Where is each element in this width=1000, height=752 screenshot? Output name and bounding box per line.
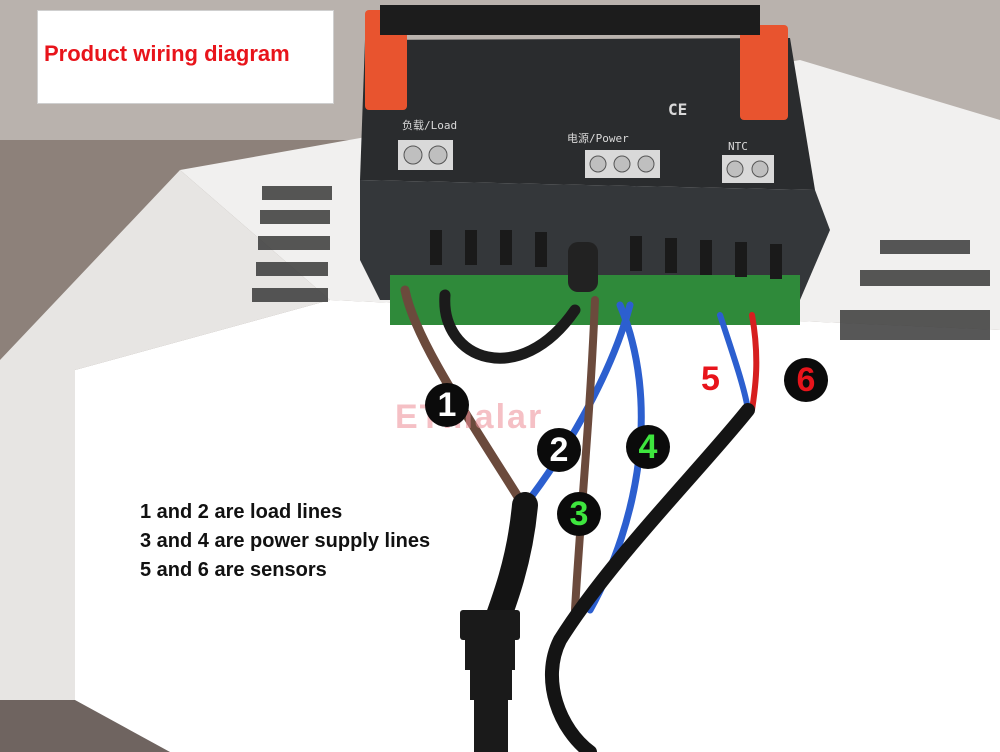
controller-top [360, 38, 815, 190]
load-label: 负载/Load [402, 119, 458, 132]
marker-3: 3 [557, 492, 601, 536]
box-front [75, 300, 1000, 752]
box-print [252, 186, 990, 340]
power-label: 电源/Power [567, 132, 629, 145]
marker-5: 5 [701, 360, 720, 398]
marker-4: 4 [626, 425, 670, 469]
marker-6: 6 [784, 358, 828, 402]
title-box: Product wiring diagram [37, 10, 334, 104]
marker-1: 1 [425, 383, 469, 427]
vent-slots [430, 230, 782, 279]
terminal-ntc [722, 155, 774, 183]
right-clip [740, 25, 788, 120]
legend-line-2: 3 and 4 are power supply lines [140, 530, 431, 552]
legend-line-3: 5 and 6 are sensors [140, 559, 327, 581]
power-plug [460, 610, 520, 752]
box-left-side [0, 170, 330, 700]
legend: 1 and 2 are load lines 3 and 4 are power… [140, 498, 430, 585]
grommet [568, 242, 598, 292]
watermark: ETmalar [395, 398, 544, 436]
marker-2: 2 [537, 428, 581, 472]
front-strip [380, 5, 760, 35]
page-title: Product wiring diagram [44, 41, 290, 66]
terminal-load [398, 140, 453, 170]
legend-line-1: 1 and 2 are load lines [140, 501, 343, 523]
controller-body [360, 180, 830, 300]
ntc-label: NTC [728, 140, 748, 153]
ce-mark: CE [668, 100, 688, 119]
terminal-power [585, 150, 660, 178]
